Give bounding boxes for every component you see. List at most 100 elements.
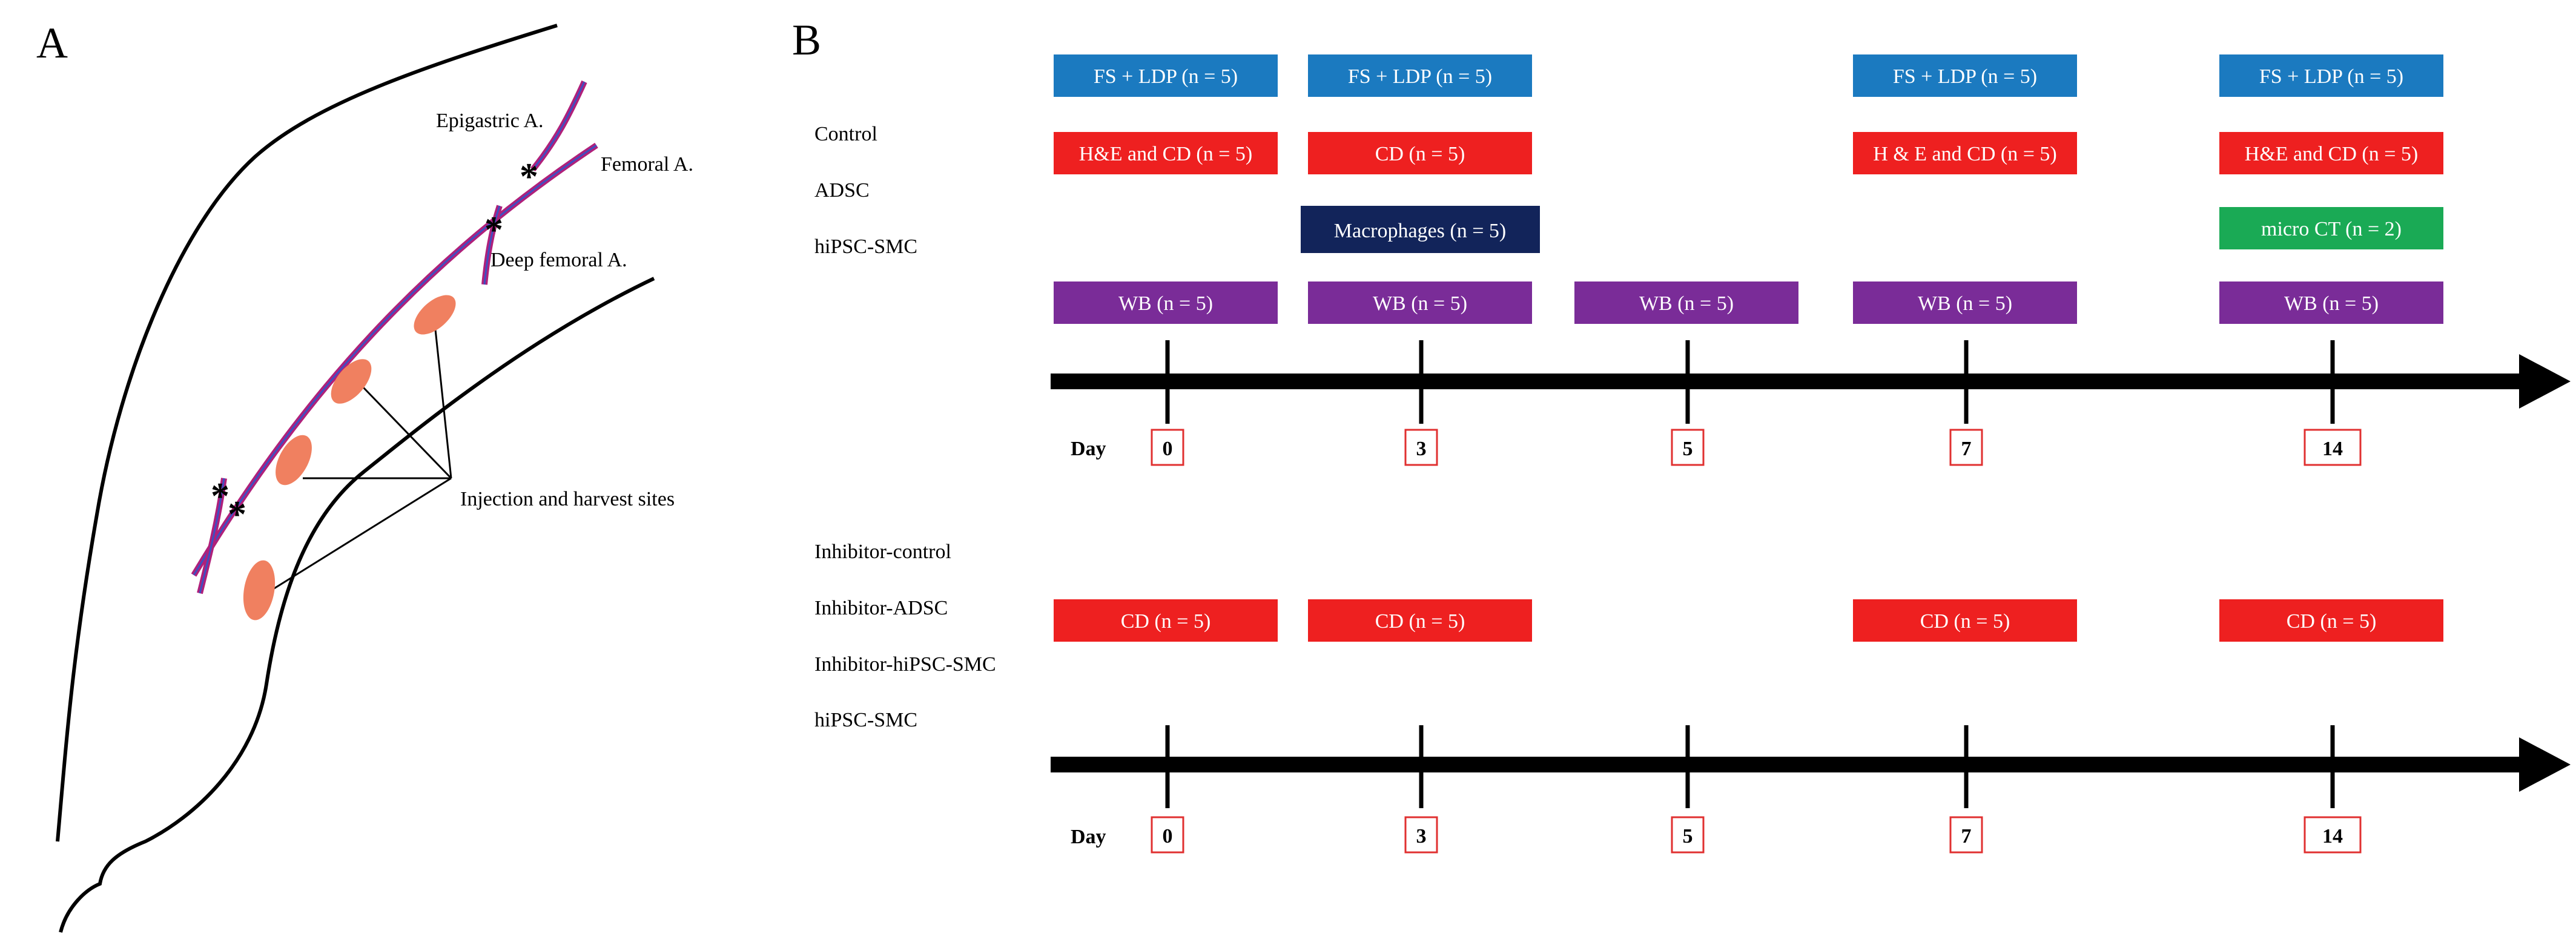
femoral-artery-outer xyxy=(191,142,598,577)
wb-box-day3 xyxy=(1308,281,1532,324)
day-value-0: 0 xyxy=(1163,438,1173,460)
leg-outline-lower xyxy=(59,277,655,933)
day-box xyxy=(1949,429,1983,466)
fs-ldp-text-day7: FS + LDP (n = 5) xyxy=(1893,65,2037,88)
timeline-top-ticks xyxy=(1165,340,2335,424)
cd-box-day3 xyxy=(1308,132,1532,174)
day-value-5: 5 xyxy=(1683,825,1693,848)
wb-text-day3: WB (n = 5) xyxy=(1373,292,1467,315)
day-box xyxy=(1151,816,1184,854)
cd-bottom-text-day7: CD (n = 5) xyxy=(1920,610,2010,633)
cd-text-day0: H&E and CD (n = 5) xyxy=(1079,143,1252,165)
day-value-14: 14 xyxy=(2322,438,2343,460)
day-value-7: 7 xyxy=(1961,438,1972,460)
panel-a: A * * * * Epigastric A. Femoral A. Deep … xyxy=(36,19,693,933)
day-box xyxy=(1671,429,1705,466)
group-label-control: Control xyxy=(814,123,877,145)
day-boxes-top xyxy=(1151,429,2362,466)
day-box xyxy=(1404,816,1438,854)
fs-ldp-text-day0: FS + LDP (n = 5) xyxy=(1094,65,1238,88)
fs-ldp-box-day14 xyxy=(2219,54,2443,97)
day-value-3: 3 xyxy=(1416,825,1427,848)
timeline-top: Day 0 3 5 7 14 xyxy=(1051,340,2571,466)
leader-lines xyxy=(271,323,452,591)
wb-text-day7: WB (n = 5) xyxy=(1918,292,2012,315)
ligature-mark-2: * xyxy=(484,209,503,251)
day-box xyxy=(2304,429,2362,466)
ligature-mark-1: * xyxy=(520,156,538,197)
row-cd-bottom: CD (n = 5) CD (n = 5) CD (n = 5) CD (n =… xyxy=(1054,599,2443,642)
wb-box-day7 xyxy=(1853,281,2077,324)
fs-ldp-box-day0 xyxy=(1054,54,1278,97)
day-value-14: 14 xyxy=(2322,825,2343,848)
label-femoral: Femoral A. xyxy=(601,153,693,176)
timeline-bottom: Day 0 3 5 7 14 xyxy=(1051,725,2571,854)
label-deep-femoral: Deep femoral A. xyxy=(490,249,627,271)
fs-ldp-box-day7 xyxy=(1853,54,2077,97)
cd-box-day7 xyxy=(1853,132,2077,174)
cd-box-day0 xyxy=(1054,132,1278,174)
ligature-mark-3: * xyxy=(211,476,230,517)
injection-site xyxy=(331,359,372,404)
group-label-inhibitor-control: Inhibitor-control xyxy=(814,541,951,563)
day-label-bottom: Day xyxy=(1071,826,1106,848)
injection-site xyxy=(414,295,456,335)
row-fs-ldp: FS + LDP (n = 5) FS + LDP (n = 5) FS + L… xyxy=(1054,54,2443,97)
cd-box-day14 xyxy=(2219,132,2443,174)
row-cd-top: H&E and CD (n = 5) CD (n = 5) H & E and … xyxy=(1054,132,2443,174)
cd-bottom-box-day3 xyxy=(1308,599,1532,642)
deep-femoral-artery-inner xyxy=(483,205,501,285)
wb-box-day14 xyxy=(2219,281,2443,324)
injection-site xyxy=(276,435,312,486)
cd-text-day3: CD (n = 5) xyxy=(1375,143,1465,165)
day-box xyxy=(1949,816,1983,854)
wb-box-day0 xyxy=(1054,281,1278,324)
timeline-top-arrowhead xyxy=(2519,354,2571,409)
fs-ldp-box-day3 xyxy=(1308,54,1532,97)
wb-text-day0: WB (n = 5) xyxy=(1118,292,1213,315)
day-value-3: 3 xyxy=(1416,438,1427,460)
label-epigastric: Epigastric A. xyxy=(436,110,544,132)
timeline-bottom-ticks xyxy=(1165,725,2335,808)
group-label-inhibitor-hipsc-smc: Inhibitor-hiPSC-SMC xyxy=(814,653,996,676)
day-label-top: Day xyxy=(1071,438,1106,460)
fs-ldp-text-day3: FS + LDP (n = 5) xyxy=(1348,65,1492,88)
cd-bottom-text-day0: CD (n = 5) xyxy=(1121,610,1211,633)
epigastric-artery-inner xyxy=(532,81,586,170)
micro-ct-text-day14: micro CT (n = 2) xyxy=(2261,218,2402,240)
injection-site xyxy=(243,560,276,620)
macrophages-box-day3 xyxy=(1301,206,1540,253)
wb-text-day5: WB (n = 5) xyxy=(1639,292,1734,315)
group-label-inhibitor-adsc: Inhibitor-ADSC xyxy=(814,597,948,619)
macrophages-text-day3: Macrophages (n = 5) xyxy=(1334,220,1506,242)
row-wb: WB (n = 5) WB (n = 5) WB (n = 5) WB (n =… xyxy=(1054,281,2443,324)
panel-b: B Control ADSC hiPSC-SMC FS + LDP (n = 5… xyxy=(792,16,2571,854)
cd-text-day7: H & E and CD (n = 5) xyxy=(1873,143,2056,165)
day-box xyxy=(1151,429,1184,466)
day-value-5: 5 xyxy=(1683,438,1693,460)
femoral-artery-lower-inner xyxy=(199,478,225,594)
wb-text-day14: WB (n = 5) xyxy=(2284,292,2379,315)
injection-sites xyxy=(243,295,456,620)
fs-ldp-text-day14: FS + LDP (n = 5) xyxy=(2259,65,2403,88)
cd-bottom-text-day3: CD (n = 5) xyxy=(1375,610,1465,633)
label-injection-sites: Injection and harvest sites xyxy=(460,488,675,510)
group-label-hipsc-smc: hiPSC-SMC xyxy=(814,235,917,258)
group-label-adsc: ADSC xyxy=(814,179,870,202)
timeline-bottom-arrowhead xyxy=(2519,737,2571,792)
femoral-artery-inner xyxy=(193,144,597,576)
day-box xyxy=(2304,816,2362,854)
day-value-0: 0 xyxy=(1163,825,1173,848)
day-box xyxy=(1671,816,1705,854)
cd-bottom-box-day7 xyxy=(1853,599,2077,642)
panel-a-letter: A xyxy=(36,19,68,67)
wb-box-day5 xyxy=(1574,281,1798,324)
cd-bottom-box-day0 xyxy=(1054,599,1278,642)
leg-outline-upper xyxy=(56,24,558,842)
ligature-mark-4: * xyxy=(228,494,246,535)
cd-bottom-text-day14: CD (n = 5) xyxy=(2287,610,2377,633)
vessels xyxy=(191,80,598,594)
cd-bottom-box-day14 xyxy=(2219,599,2443,642)
group-label-hipsc-smc-bottom: hiPSC-SMC xyxy=(814,709,917,731)
